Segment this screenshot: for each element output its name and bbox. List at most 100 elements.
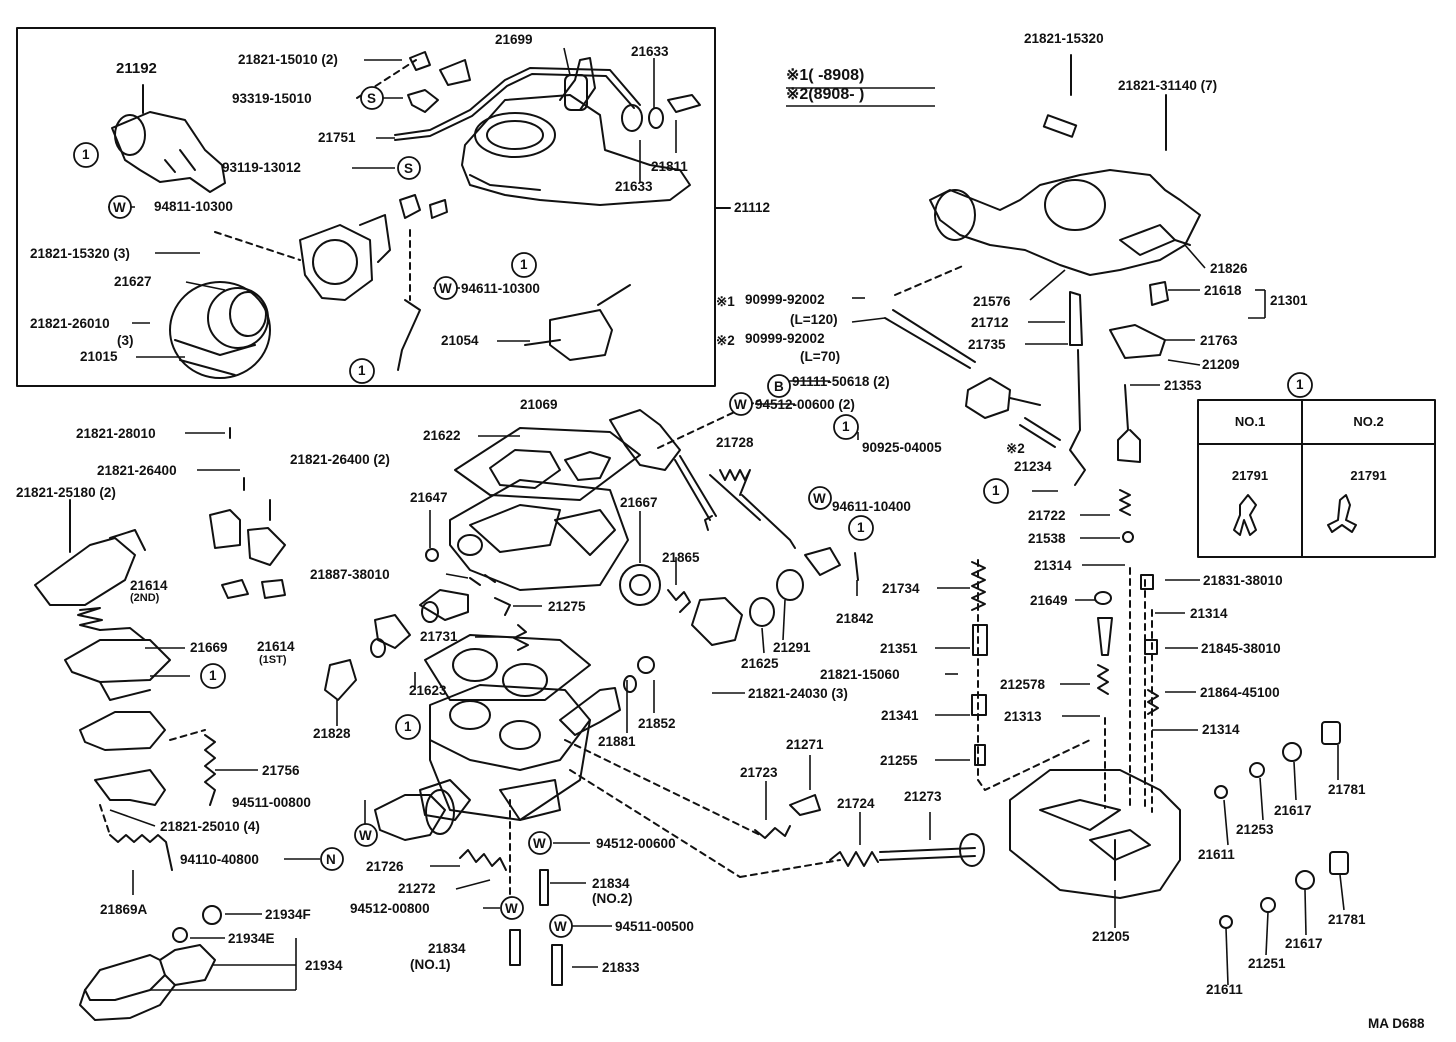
part-label: 21576 (973, 294, 1011, 309)
part-label: 21734 (882, 581, 920, 596)
part-label: 94611-10400 (832, 499, 911, 514)
part-label: 21623 (409, 683, 447, 698)
spring-21669 (77, 607, 103, 631)
part-upper-right-assembly-drawing (929, 169, 1201, 276)
callout-circle (983, 478, 1009, 504)
part-label: 21341 (881, 708, 919, 723)
part-label: 21205 (1092, 929, 1130, 944)
part-21069-drawing (609, 409, 681, 471)
callout-w: W (734, 397, 747, 412)
part-label: 21647 (410, 490, 448, 505)
callout-circle (397, 156, 421, 180)
spring-21869A (109, 834, 173, 871)
part-label: 94511-00500 (615, 919, 694, 934)
part-label: 90999-92002 (745, 331, 825, 346)
spring-212578 (1097, 664, 1109, 695)
legend-mark-1: ※1 (716, 294, 735, 309)
part-label: 21234 (1014, 459, 1052, 474)
part-label: 21275 (548, 599, 586, 614)
part-label: 21633 (615, 179, 653, 194)
part-label: 94811-10300 (154, 199, 233, 214)
part-label: (3) (117, 333, 134, 348)
part-main-body-drawing (419, 684, 591, 821)
part-label: 21756 (262, 763, 300, 778)
part-label: 91111-50618 (2) (792, 374, 890, 389)
part-label: 21301 (1270, 293, 1308, 308)
callout-circle (848, 515, 874, 541)
part-label: 21314 (1034, 558, 1072, 573)
part-cover-drawing (34, 529, 146, 606)
part-label: 21255 (880, 753, 918, 768)
callout-circle (808, 486, 832, 510)
legend-note-2: ※2(8908- ) (786, 86, 865, 103)
part-label: 21881 (598, 734, 636, 749)
part-label: 21826 (1210, 261, 1248, 276)
part-label: 21834 (428, 941, 466, 956)
part-label: 21351 (880, 641, 918, 656)
part-label: 21251 (1248, 956, 1286, 971)
part-label: 21054 (441, 333, 479, 348)
part-carb-body-upper-drawing (449, 479, 629, 591)
part-label: 21633 (631, 44, 669, 59)
part-label: (1ST) (259, 654, 287, 666)
part-label: 21625 (741, 656, 779, 671)
spring-21731 (513, 624, 529, 651)
part-gasket-lower-drawing (424, 634, 591, 701)
hose-drawing (884, 309, 976, 369)
part-label: 21821-15010 (2) (238, 52, 338, 67)
part-label: 21735 (968, 337, 1006, 352)
part-label: 21069 (520, 397, 558, 412)
part-label: 21699 (495, 32, 533, 47)
callout-1: 1 (1296, 377, 1304, 392)
part-label: 21864-45100 (1200, 685, 1280, 700)
part-label: 90999-92002 (745, 292, 825, 307)
legend-note-1: ※1( -8908) (786, 67, 865, 84)
callout-1: 1 (857, 520, 865, 535)
part-label: 21192 (116, 60, 157, 77)
callout-circle (549, 914, 573, 938)
part-choke-linkage-drawing (374, 794, 446, 841)
part-label: 21828 (313, 726, 351, 741)
part-label: 21833 (602, 960, 640, 975)
callout-b: B (774, 379, 784, 394)
callout-1: 1 (209, 668, 217, 683)
part-label: 93119-13012 (222, 160, 301, 175)
part-label: 21821-28010 (76, 426, 156, 441)
part-label: 21724 (837, 796, 875, 811)
spring-21728 (719, 469, 751, 496)
part-label: 21934E (228, 931, 275, 946)
part-label: 21618 (1204, 283, 1242, 298)
part-label: 21842 (836, 611, 874, 626)
part-label: 21887-38010 (310, 567, 390, 582)
callout-circle (200, 663, 226, 689)
part-label: 21821-25010 (4) (160, 819, 260, 834)
part-table-drawing (1197, 399, 1436, 558)
part-label: 94512-00800 (350, 901, 430, 916)
spring-21734 (971, 561, 986, 611)
part-label: 21831-38010 (1203, 573, 1283, 588)
part-float-bowl-drawing (1009, 769, 1181, 899)
callout-w: W (359, 828, 372, 843)
part-label: 94512-00600 (2) (755, 397, 855, 412)
part-label: 94110-40800 (180, 852, 259, 867)
table-col1-value: 21791 (1231, 468, 1269, 483)
part-label: 21273 (904, 789, 942, 804)
part-label: 21627 (114, 274, 152, 289)
spring-21756 (204, 734, 216, 806)
part-label: 21821-26010 (30, 316, 110, 331)
part-label: 21272 (398, 881, 436, 896)
part-label: 21622 (423, 428, 461, 443)
part-label: 21112 (734, 200, 771, 215)
part-label: 21834 (592, 876, 630, 891)
callout-circle (729, 392, 753, 416)
part-label: 21353 (1164, 378, 1202, 393)
part-label: (L=120) (790, 312, 838, 327)
part-label: 21821-15060 (820, 667, 900, 682)
callout-circle (354, 823, 378, 847)
part-label: 21611 (1198, 847, 1235, 862)
part-pump-drawing (169, 281, 271, 379)
part-label: 21845-38010 (1201, 641, 1281, 656)
callout-circle (767, 374, 791, 398)
